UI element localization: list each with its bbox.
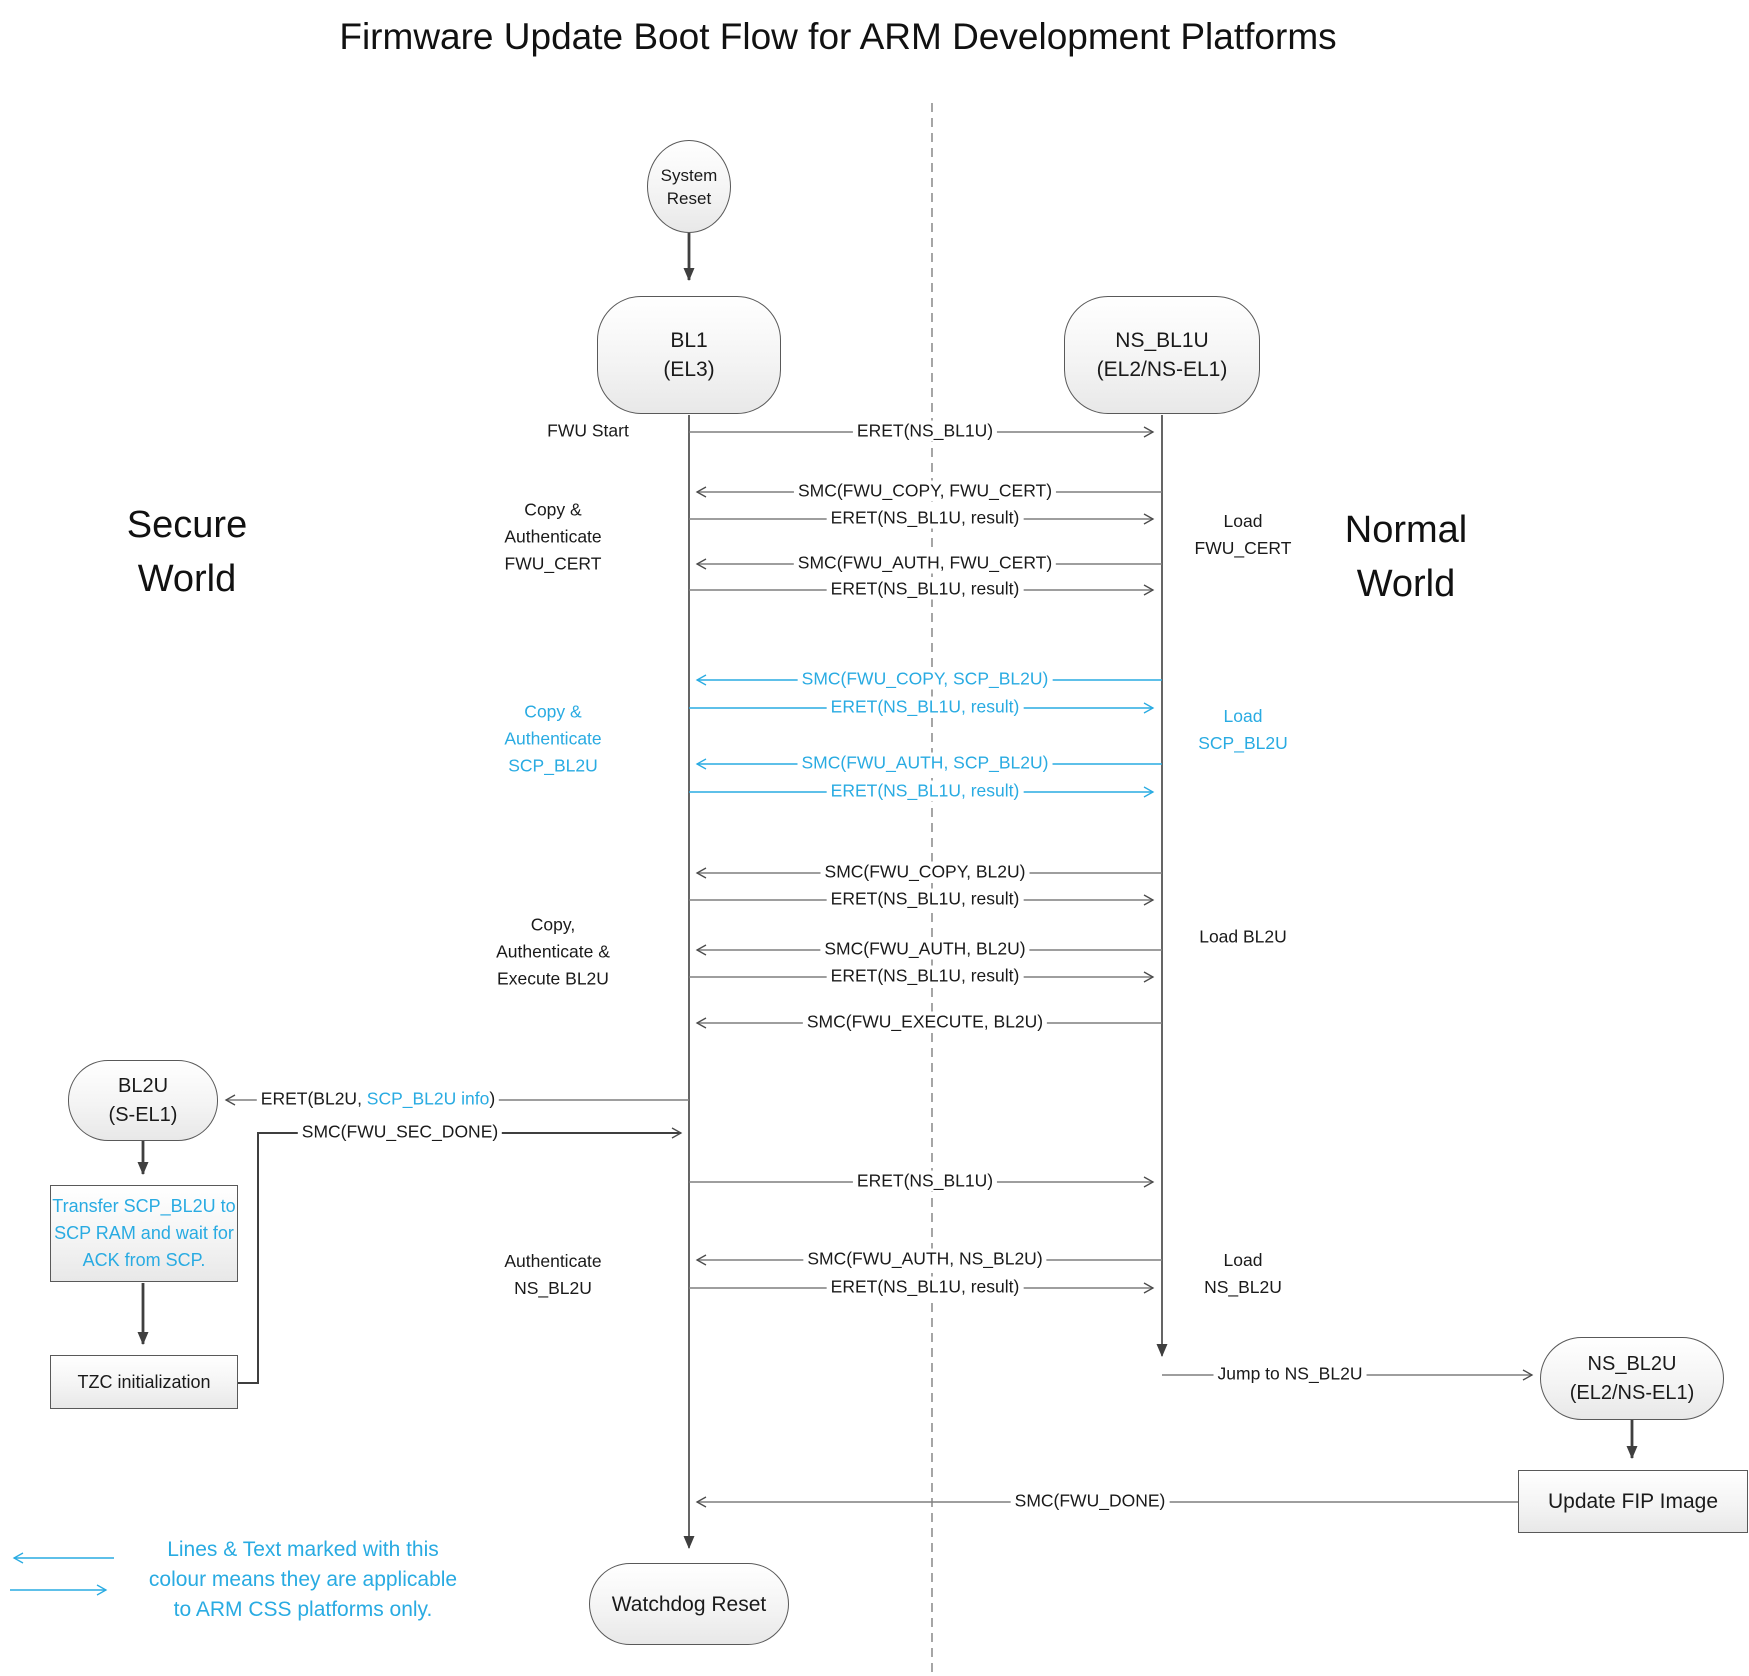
label-copy-auth-fwu-cert: Copy & Authenticate FWU_CERT — [504, 497, 601, 578]
secure-world-label: Secure World — [127, 498, 247, 606]
copy-auth-scp-line3: SCP_BL2U — [508, 755, 598, 776]
normal-world-line2: World — [1356, 563, 1456, 605]
msg-label-eret-result-1: ERET(NS_BL1U, result) — [826, 507, 1024, 529]
msg-label-smc-fwu-copy-fwu-cert: SMC(FWU_COPY, FWU_CERT) — [793, 480, 1057, 502]
load-scp-bl2u-line1: Load — [1223, 706, 1263, 726]
copy-auth-exec-line1: Copy, — [530, 914, 576, 935]
msg-label-smc-fwu-execute-bl2u: SMC(FWU_EXECUTE, BL2U) — [802, 1011, 1048, 1033]
bl2u-line2: (S-EL1) — [108, 1103, 178, 1126]
secure-world-line1: Secure — [126, 504, 248, 546]
msg-label-smc-fwu-auth-bl2u: SMC(FWU_AUTH, BL2U) — [820, 938, 1030, 960]
copy-auth-scp-line1: Copy & — [524, 701, 582, 722]
node-ns-bl2u: NS_BL2U (EL2/NS-EL1) — [1540, 1337, 1724, 1420]
node-transfer-scp-bl2u: Transfer SCP_BL2U to SCP RAM and wait fo… — [50, 1185, 238, 1282]
eret-bl2u-pre: ERET(BL2U, — [260, 1088, 367, 1109]
msg-label-eret-result-5: ERET(NS_BL1U, result) — [826, 888, 1024, 910]
label-copy-auth-exec-bl2u: Copy, Authenticate & Execute BL2U — [496, 912, 610, 993]
update-fip-label: Update FIP Image — [1547, 1490, 1719, 1513]
ns-bl1u-line2: (EL2/NS-EL1) — [1096, 358, 1228, 381]
copy-auth-scp-line2: Authenticate — [504, 728, 602, 749]
msg-label-jump-to-ns-bl2u: Jump to NS_BL2U — [1213, 1363, 1367, 1385]
label-authenticate-ns-bl2u: Authenticate NS_BL2U — [504, 1248, 601, 1302]
msg-label-smc-fwu-auth-fwu-cert: SMC(FWU_AUTH, FWU_CERT) — [793, 552, 1057, 574]
watchdog-label: Watchdog Reset — [611, 1592, 767, 1616]
legend-line1: Lines & Text marked with this — [167, 1538, 439, 1561]
bl1-line2: (EL3) — [663, 358, 715, 381]
bl2u-line1: BL2U — [117, 1074, 169, 1097]
load-ns-bl2u-line1: Load — [1223, 1250, 1263, 1270]
eret-bl2u-accent: SCP_BL2U info — [366, 1088, 490, 1109]
node-watchdog-reset: Watchdog Reset — [589, 1563, 789, 1645]
load-ns-bl2u-line2: NS_BL2U — [1204, 1277, 1282, 1297]
normal-world-line1: Normal — [1344, 509, 1468, 551]
msg-label-eret-result-3: ERET(NS_BL1U, result) — [826, 696, 1024, 718]
msg-label-eret-result-4: ERET(NS_BL1U, result) — [826, 780, 1024, 802]
normal-world-label: Normal World — [1345, 503, 1467, 611]
msg-label-smc-fwu-auth-scp-bl2u: SMC(FWU_AUTH, SCP_BL2U) — [797, 752, 1053, 774]
msg-label-smc-fwu-done: SMC(FWU_DONE) — [1010, 1490, 1170, 1512]
legend-line2: colour means they are applicable — [148, 1568, 458, 1591]
auth-ns-bl2u-line2: NS_BL2U — [514, 1278, 592, 1298]
label-copy-auth-scp-bl2u: Copy & Authenticate SCP_BL2U — [504, 699, 601, 780]
load-scp-bl2u-line2: SCP_BL2U — [1198, 733, 1288, 753]
label-load-fwu-cert: Load FWU_CERT — [1195, 508, 1292, 562]
transfer-line1: Transfer SCP_BL2U to — [52, 1196, 236, 1216]
legend-note: Lines & Text marked with this colour mea… — [149, 1535, 457, 1625]
load-fwu-cert-line2: FWU_CERT — [1194, 538, 1292, 558]
node-bl2u: BL2U (S-EL1) — [68, 1060, 218, 1141]
load-fwu-cert-line1: Load — [1223, 511, 1263, 531]
transfer-line3: ACK from SCP. — [82, 1250, 206, 1270]
legend-line3: to ARM CSS platforms only. — [173, 1598, 433, 1621]
msg-label-eret-ns-bl1u-2: ERET(NS_BL1U) — [852, 1170, 998, 1192]
copy-auth-fwu-cert-line3: FWU_CERT — [504, 553, 602, 574]
msg-label-eret-result-7: ERET(NS_BL1U, result) — [826, 1276, 1024, 1298]
secure-world-line2: World — [137, 558, 237, 600]
bl1-line1: BL1 — [670, 329, 708, 352]
node-bl1: BL1 (EL3) — [597, 296, 781, 414]
system-reset-line2: Reset — [666, 188, 712, 208]
copy-auth-exec-line2: Authenticate & — [496, 941, 610, 962]
page-title: Firmware Update Boot Flow for ARM Develo… — [339, 16, 1337, 57]
msg-label-smc-fwu-auth-ns-bl2u: SMC(FWU_AUTH, NS_BL2U) — [803, 1248, 1047, 1270]
msg-smc-fwu-sec-done-connector — [238, 1127, 683, 1384]
label-fwu-start: FWU Start — [547, 420, 629, 441]
msg-label-eret-bl2u: ERET(BL2U, SCP_BL2U info) — [256, 1088, 500, 1110]
copy-auth-fwu-cert-line2: Authenticate — [504, 526, 602, 547]
node-update-fip-image: Update FIP Image — [1518, 1470, 1748, 1533]
msg-label-eret-ns-bl1u-1: ERET(NS_BL1U) — [852, 420, 998, 442]
msg-label-smc-fwu-sec-done: SMC(FWU_SEC_DONE) — [297, 1121, 503, 1143]
eret-bl2u-post: ) — [489, 1088, 496, 1109]
label-load-scp-bl2u: Load SCP_BL2U — [1198, 703, 1288, 757]
msg-label-eret-result-2: ERET(NS_BL1U, result) — [826, 578, 1024, 600]
copy-auth-exec-line3: Execute BL2U — [497, 968, 609, 989]
msg-label-eret-result-6: ERET(NS_BL1U, result) — [826, 965, 1024, 987]
msg-label-smc-fwu-copy-scp-bl2u: SMC(FWU_COPY, SCP_BL2U) — [797, 668, 1053, 690]
node-system-reset: System Reset — [647, 140, 731, 233]
auth-ns-bl2u-line1: Authenticate — [504, 1251, 602, 1271]
ns-bl2u-line1: NS_BL2U — [1587, 1352, 1677, 1375]
label-load-bl2u: Load BL2U — [1199, 926, 1287, 947]
system-reset-line1: System — [660, 165, 718, 185]
node-tzc-initialization: TZC initialization — [50, 1355, 238, 1409]
ns-bl1u-line1: NS_BL1U — [1115, 329, 1209, 352]
msg-label-smc-fwu-copy-bl2u: SMC(FWU_COPY, BL2U) — [820, 861, 1030, 883]
label-load-ns-bl2u: Load NS_BL2U — [1204, 1247, 1282, 1301]
tzc-label: TZC initialization — [77, 1371, 211, 1392]
ns-bl2u-line2: (EL2/NS-EL1) — [1569, 1381, 1695, 1404]
node-ns-bl1u: NS_BL1U (EL2/NS-EL1) — [1064, 296, 1260, 414]
copy-auth-fwu-cert-line1: Copy & — [524, 499, 582, 520]
transfer-line2: SCP RAM and wait for — [54, 1223, 234, 1243]
